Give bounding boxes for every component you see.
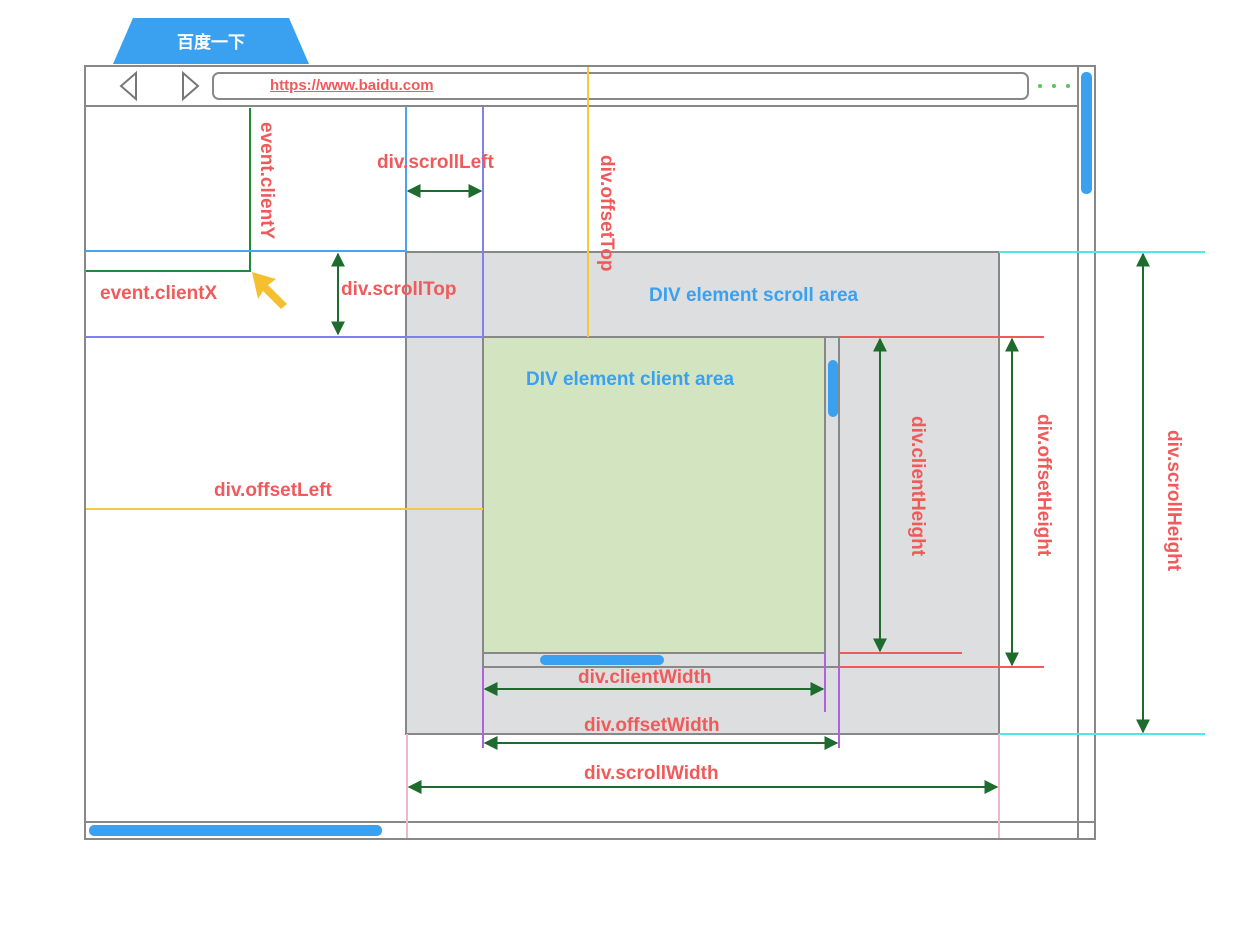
label-scroll-left: div.scrollLeft xyxy=(377,152,494,173)
mouse-cursor-icon xyxy=(252,272,287,309)
forward-arrow-icon[interactable] xyxy=(182,70,200,102)
label-client-width: div.clientWidth xyxy=(578,667,712,688)
label-offset-left: div.offsetLeft xyxy=(214,480,332,501)
label-client-area: DIV element client area xyxy=(526,369,735,390)
label-offset-height: div.offsetHeight xyxy=(1033,414,1054,557)
div-horizontal-scroll-thumb[interactable] xyxy=(540,655,664,665)
label-scroll-height: div.scrollHeight xyxy=(1163,430,1184,572)
label-event-client-y: event.clientY xyxy=(256,122,277,240)
window-horizontal-scroll-thumb[interactable] xyxy=(89,825,382,836)
label-scroll-area: DIV element scroll area xyxy=(649,285,859,306)
back-arrow-icon[interactable] xyxy=(119,70,137,102)
label-offset-top: div.offsetTop xyxy=(596,155,617,272)
more-dots-icon[interactable] xyxy=(1038,84,1070,88)
label-client-height: div.clientHeight xyxy=(907,416,928,557)
tab-title[interactable]: 百度一下 xyxy=(177,33,245,52)
label-offset-width: div.offsetWidth xyxy=(584,715,720,736)
address-bar-url[interactable]: https://www.baidu.com xyxy=(270,77,434,94)
label-event-client-x: event.clientX xyxy=(100,283,218,304)
div-client-area xyxy=(482,336,826,654)
label-scroll-width: div.scrollWidth xyxy=(584,763,719,784)
address-bar[interactable] xyxy=(212,72,1029,100)
label-scroll-top: div.scrollTop xyxy=(341,279,457,300)
div-vertical-scroll-thumb[interactable] xyxy=(828,360,838,417)
window-vertical-scroll-thumb[interactable] xyxy=(1081,72,1092,194)
browser-tab[interactable] xyxy=(113,18,309,64)
